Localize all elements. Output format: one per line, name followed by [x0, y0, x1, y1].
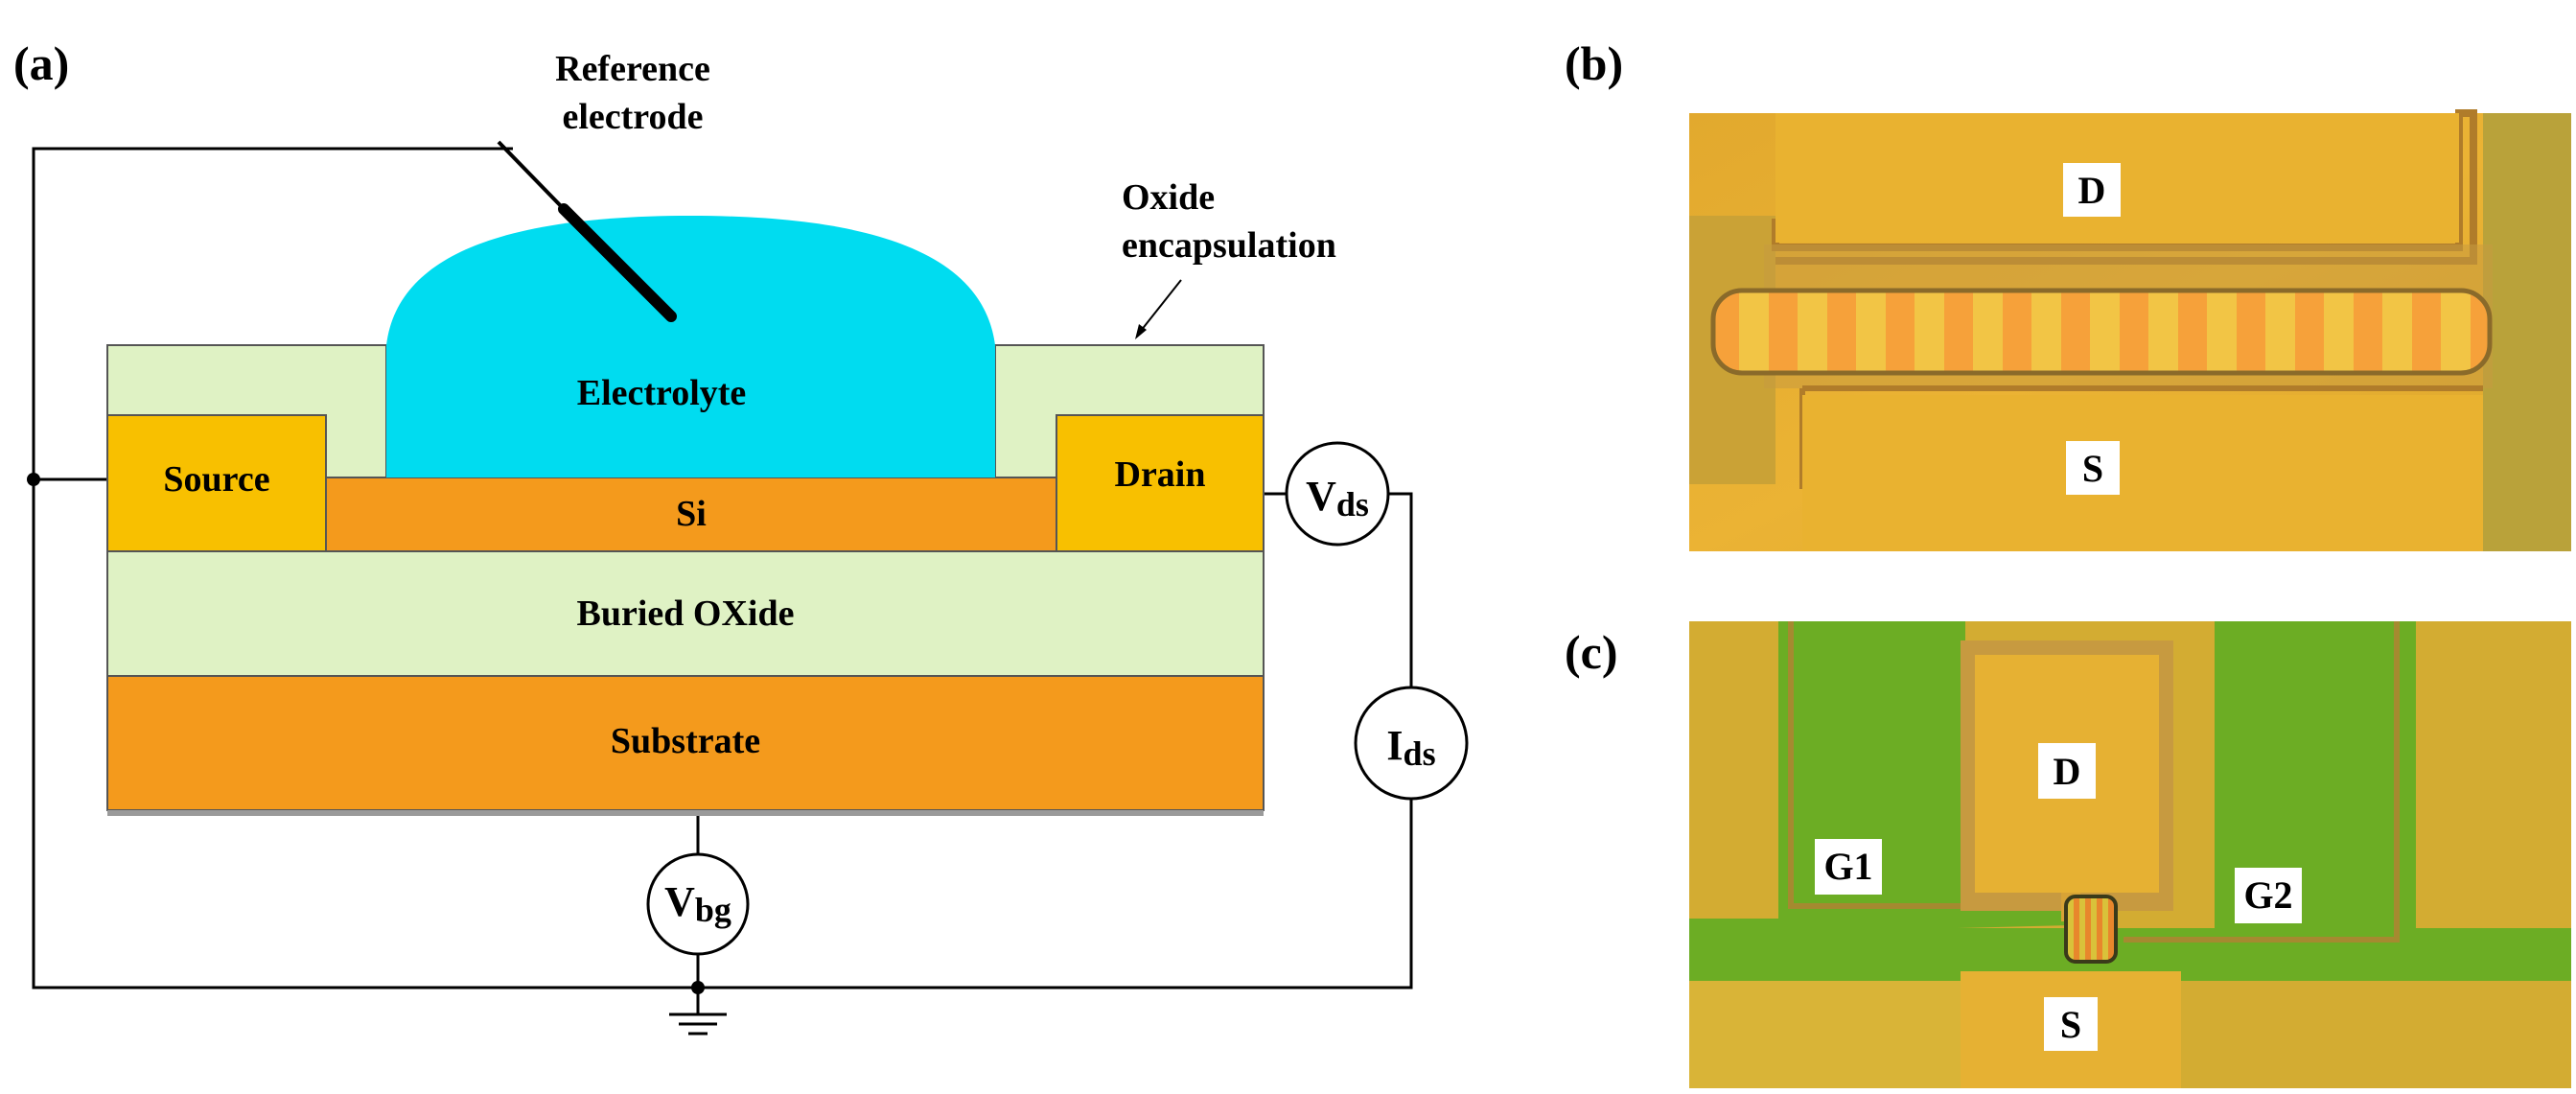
circuit-wires	[32, 147, 1413, 1014]
vbg-label: Vbg	[664, 878, 731, 929]
micrograph-b-s-box	[2066, 441, 2120, 495]
reference-electrode-label-line1: Reference	[555, 49, 710, 89]
micrograph-c-s-box	[2044, 997, 2098, 1051]
ground-junction-dot	[691, 981, 705, 994]
ids-to-ground-wire	[698, 799, 1413, 989]
electrolyte-droplet	[386, 216, 995, 477]
panel-b: (b) D S	[1565, 36, 2571, 551]
ids-main: I	[1386, 722, 1403, 769]
vds-label: Vds	[1306, 473, 1369, 524]
ids-meter	[1354, 686, 1469, 801]
panel-c-label: (c)	[1565, 625, 1618, 679]
drain-contact	[1056, 414, 1265, 552]
oxide-encapsulation-label-line1: Oxide	[1122, 177, 1215, 218]
source-junction-dot	[27, 473, 40, 486]
si-label: Si	[676, 494, 707, 534]
micrograph-c-g1-label: G1	[1823, 845, 1872, 888]
micrograph-b-s-label: S	[2082, 447, 2103, 490]
vds-to-ids-wire	[1388, 492, 1413, 688]
ids-label: Ids	[1386, 722, 1435, 773]
micrograph-b-source-pad	[1802, 395, 2483, 551]
panel-a: (a)	[13, 36, 1469, 1036]
panel-b-label: (b)	[1565, 36, 1623, 90]
micrograph-c-d-box	[2038, 743, 2096, 799]
vbg-meter	[646, 852, 750, 956]
buried-oxide-layer	[106, 550, 1265, 677]
vds-sub: ds	[1336, 485, 1369, 524]
micrograph-b-d-box	[2063, 163, 2121, 217]
electrolyte-label: Electrolyte	[577, 373, 747, 413]
buried-oxide-label: Buried OXide	[577, 594, 795, 634]
encapsulation-arrow	[1140, 279, 1182, 332]
vds-meter	[1285, 441, 1390, 547]
reference-electrode-rod	[558, 203, 677, 322]
micrograph-c-d-label: D	[2054, 750, 2081, 793]
ids-sub: ds	[1404, 734, 1436, 773]
micrograph-c-left-lower	[1689, 981, 1961, 1088]
micrograph-c-gate1-region	[1689, 621, 2071, 935]
ground-icon	[669, 1013, 727, 1036]
panel-c: (c) D S G1 G2	[1565, 621, 2571, 1088]
micrograph-c-s-label: S	[2060, 1003, 2081, 1046]
substrate-bottom-shadow	[107, 810, 1264, 816]
panel-a-label: (a)	[13, 36, 69, 90]
micrograph-b-d-label: D	[2078, 169, 2106, 212]
substrate-label: Substrate	[611, 721, 760, 761]
reference-electrode-thin	[497, 140, 568, 213]
micrograph-c-nanowire	[2064, 895, 2118, 964]
vbg-sub: bg	[695, 891, 731, 929]
vds-main: V	[1306, 473, 1336, 520]
oxide-encapsulation-label-line2: encapsulation	[1122, 225, 1336, 266]
reference-electrode-label-line2: electrode	[563, 97, 704, 137]
micrograph-c-gate2-region	[2121, 621, 2571, 968]
source-label: Source	[163, 459, 269, 500]
drain-label: Drain	[1115, 454, 1206, 495]
vbg-main: V	[664, 878, 695, 925]
encapsulation-arrowhead	[1135, 324, 1147, 339]
reference-electrode-wire	[32, 147, 698, 989]
micrograph-c-g2-box	[2235, 868, 2302, 923]
micrograph-c-g2-label: G2	[2243, 873, 2292, 917]
micrograph-c-gate2-outline	[2123, 621, 2400, 943]
micrograph-b-nanowire-array	[1710, 288, 2493, 376]
micrograph-b-right-strip	[2483, 113, 2571, 551]
source-contact	[106, 414, 327, 552]
micrograph-c-g1-box	[1815, 839, 1882, 895]
